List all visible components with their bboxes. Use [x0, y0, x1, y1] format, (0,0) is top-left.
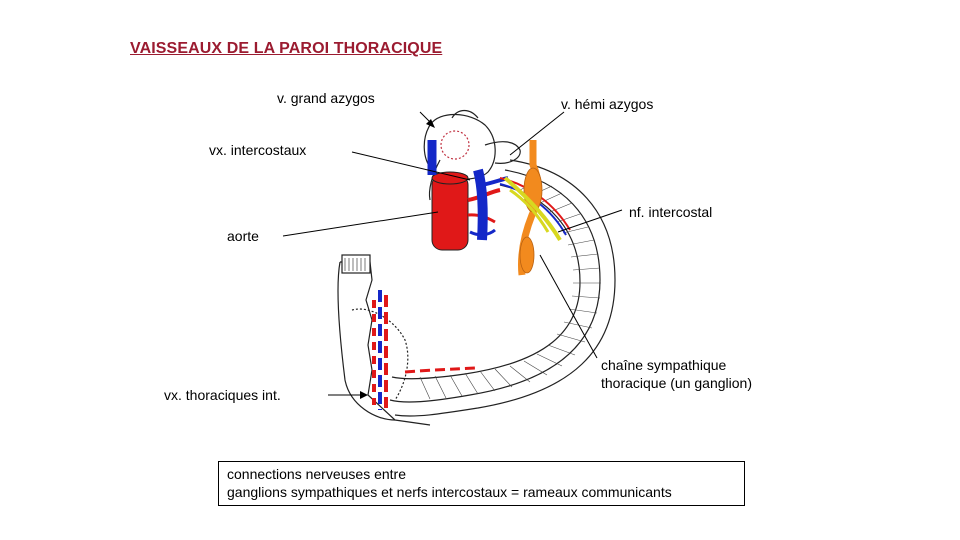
label-grand-azygos: v. grand azygos [277, 90, 375, 106]
pointer-arrowheads [360, 119, 435, 399]
label-sympathetic-chain-line2: thoracique (un ganglion) [601, 375, 752, 391]
label-internal-thoracic-vessels: vx. thoraciques int. [164, 387, 281, 403]
vertebra [423, 109, 521, 201]
note-box: connections nerveuses entre ganglions sy… [218, 461, 745, 506]
internal-thoracic-vessels [372, 290, 388, 410]
label-sympathetic-chain-line1: chaîne sympathique [601, 357, 727, 373]
sympathetic-chain [518, 140, 543, 276]
note-line-2: ganglions sympathiques et nerfs intercos… [227, 484, 672, 500]
intercostal-nerve [503, 176, 562, 242]
aorta-vessel [431, 171, 501, 251]
slide-title: VAISSEAUX DE LA PAROI THORACIQUE [130, 40, 443, 57]
label-intercostal-vessels: vx. intercostaux [209, 142, 307, 158]
pointer-lines [282, 111, 623, 396]
label-aorta: aorte [227, 228, 259, 244]
rib-arc [389, 159, 616, 417]
note-line-1: connections nerveuses entre [227, 466, 406, 482]
sternum [337, 254, 431, 426]
label-intercostal-nerve: nf. intercostal [629, 204, 713, 220]
label-hemi-azygos: v. hémi azygos [561, 96, 654, 112]
